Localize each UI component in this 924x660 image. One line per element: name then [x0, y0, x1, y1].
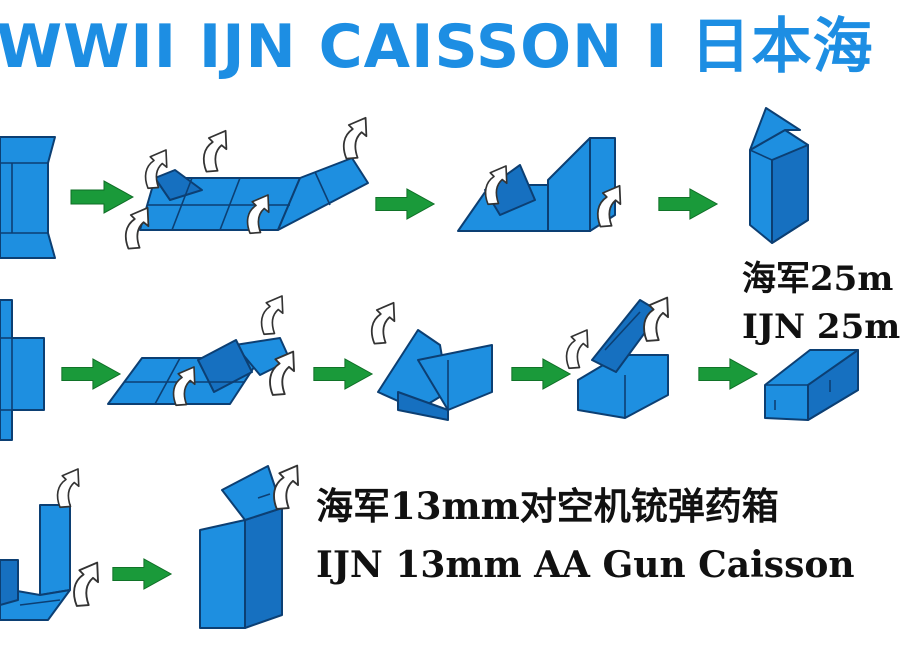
label-13mm-cn: 海军13mm对空机铳弹药箱	[316, 484, 779, 528]
green-step-arrow	[61, 358, 121, 390]
label-13mm-en: IJN 13mm AA Gun Caisson	[316, 544, 855, 586]
curled-fold-arrow	[342, 116, 368, 160]
green-step-arrow	[698, 358, 758, 390]
label-25mm-cn: 海军25m	[742, 259, 894, 299]
row2-step5-closed-low-box	[764, 349, 859, 421]
row1-step2-partial-fold	[139, 157, 369, 231]
row2-step4-lid-closing	[577, 299, 669, 419]
curled-fold-arrow	[565, 329, 589, 370]
row1-step1-flat-net	[0, 136, 56, 259]
label-25mm-en: IJN 25m	[742, 307, 901, 347]
green-step-arrow	[511, 358, 571, 390]
curled-fold-arrow	[370, 301, 396, 345]
row2-step2-partial-fold	[107, 337, 291, 405]
row2-step3-walls-raised	[377, 329, 493, 421]
diagram-title: WWII IJN CAISSON I 日本海	[0, 12, 874, 82]
curled-fold-arrow	[72, 561, 100, 608]
curled-fold-arrow	[260, 295, 284, 336]
green-step-arrow	[313, 358, 373, 390]
curled-fold-arrow	[56, 468, 80, 509]
green-step-arrow	[375, 188, 435, 220]
row1-step4-folded-tall-box	[749, 107, 809, 244]
curled-fold-arrow	[272, 464, 300, 510]
row3-step1-partial-fold	[0, 504, 71, 621]
row1-step3-walls-raised	[457, 137, 616, 232]
row2-step1-flat-net	[0, 299, 45, 441]
green-step-arrow	[112, 558, 172, 590]
green-step-arrow	[70, 180, 134, 214]
curled-fold-arrow	[202, 129, 228, 173]
green-step-arrow	[658, 188, 718, 220]
row3-step2-tall-box-lid-closing	[199, 465, 283, 629]
